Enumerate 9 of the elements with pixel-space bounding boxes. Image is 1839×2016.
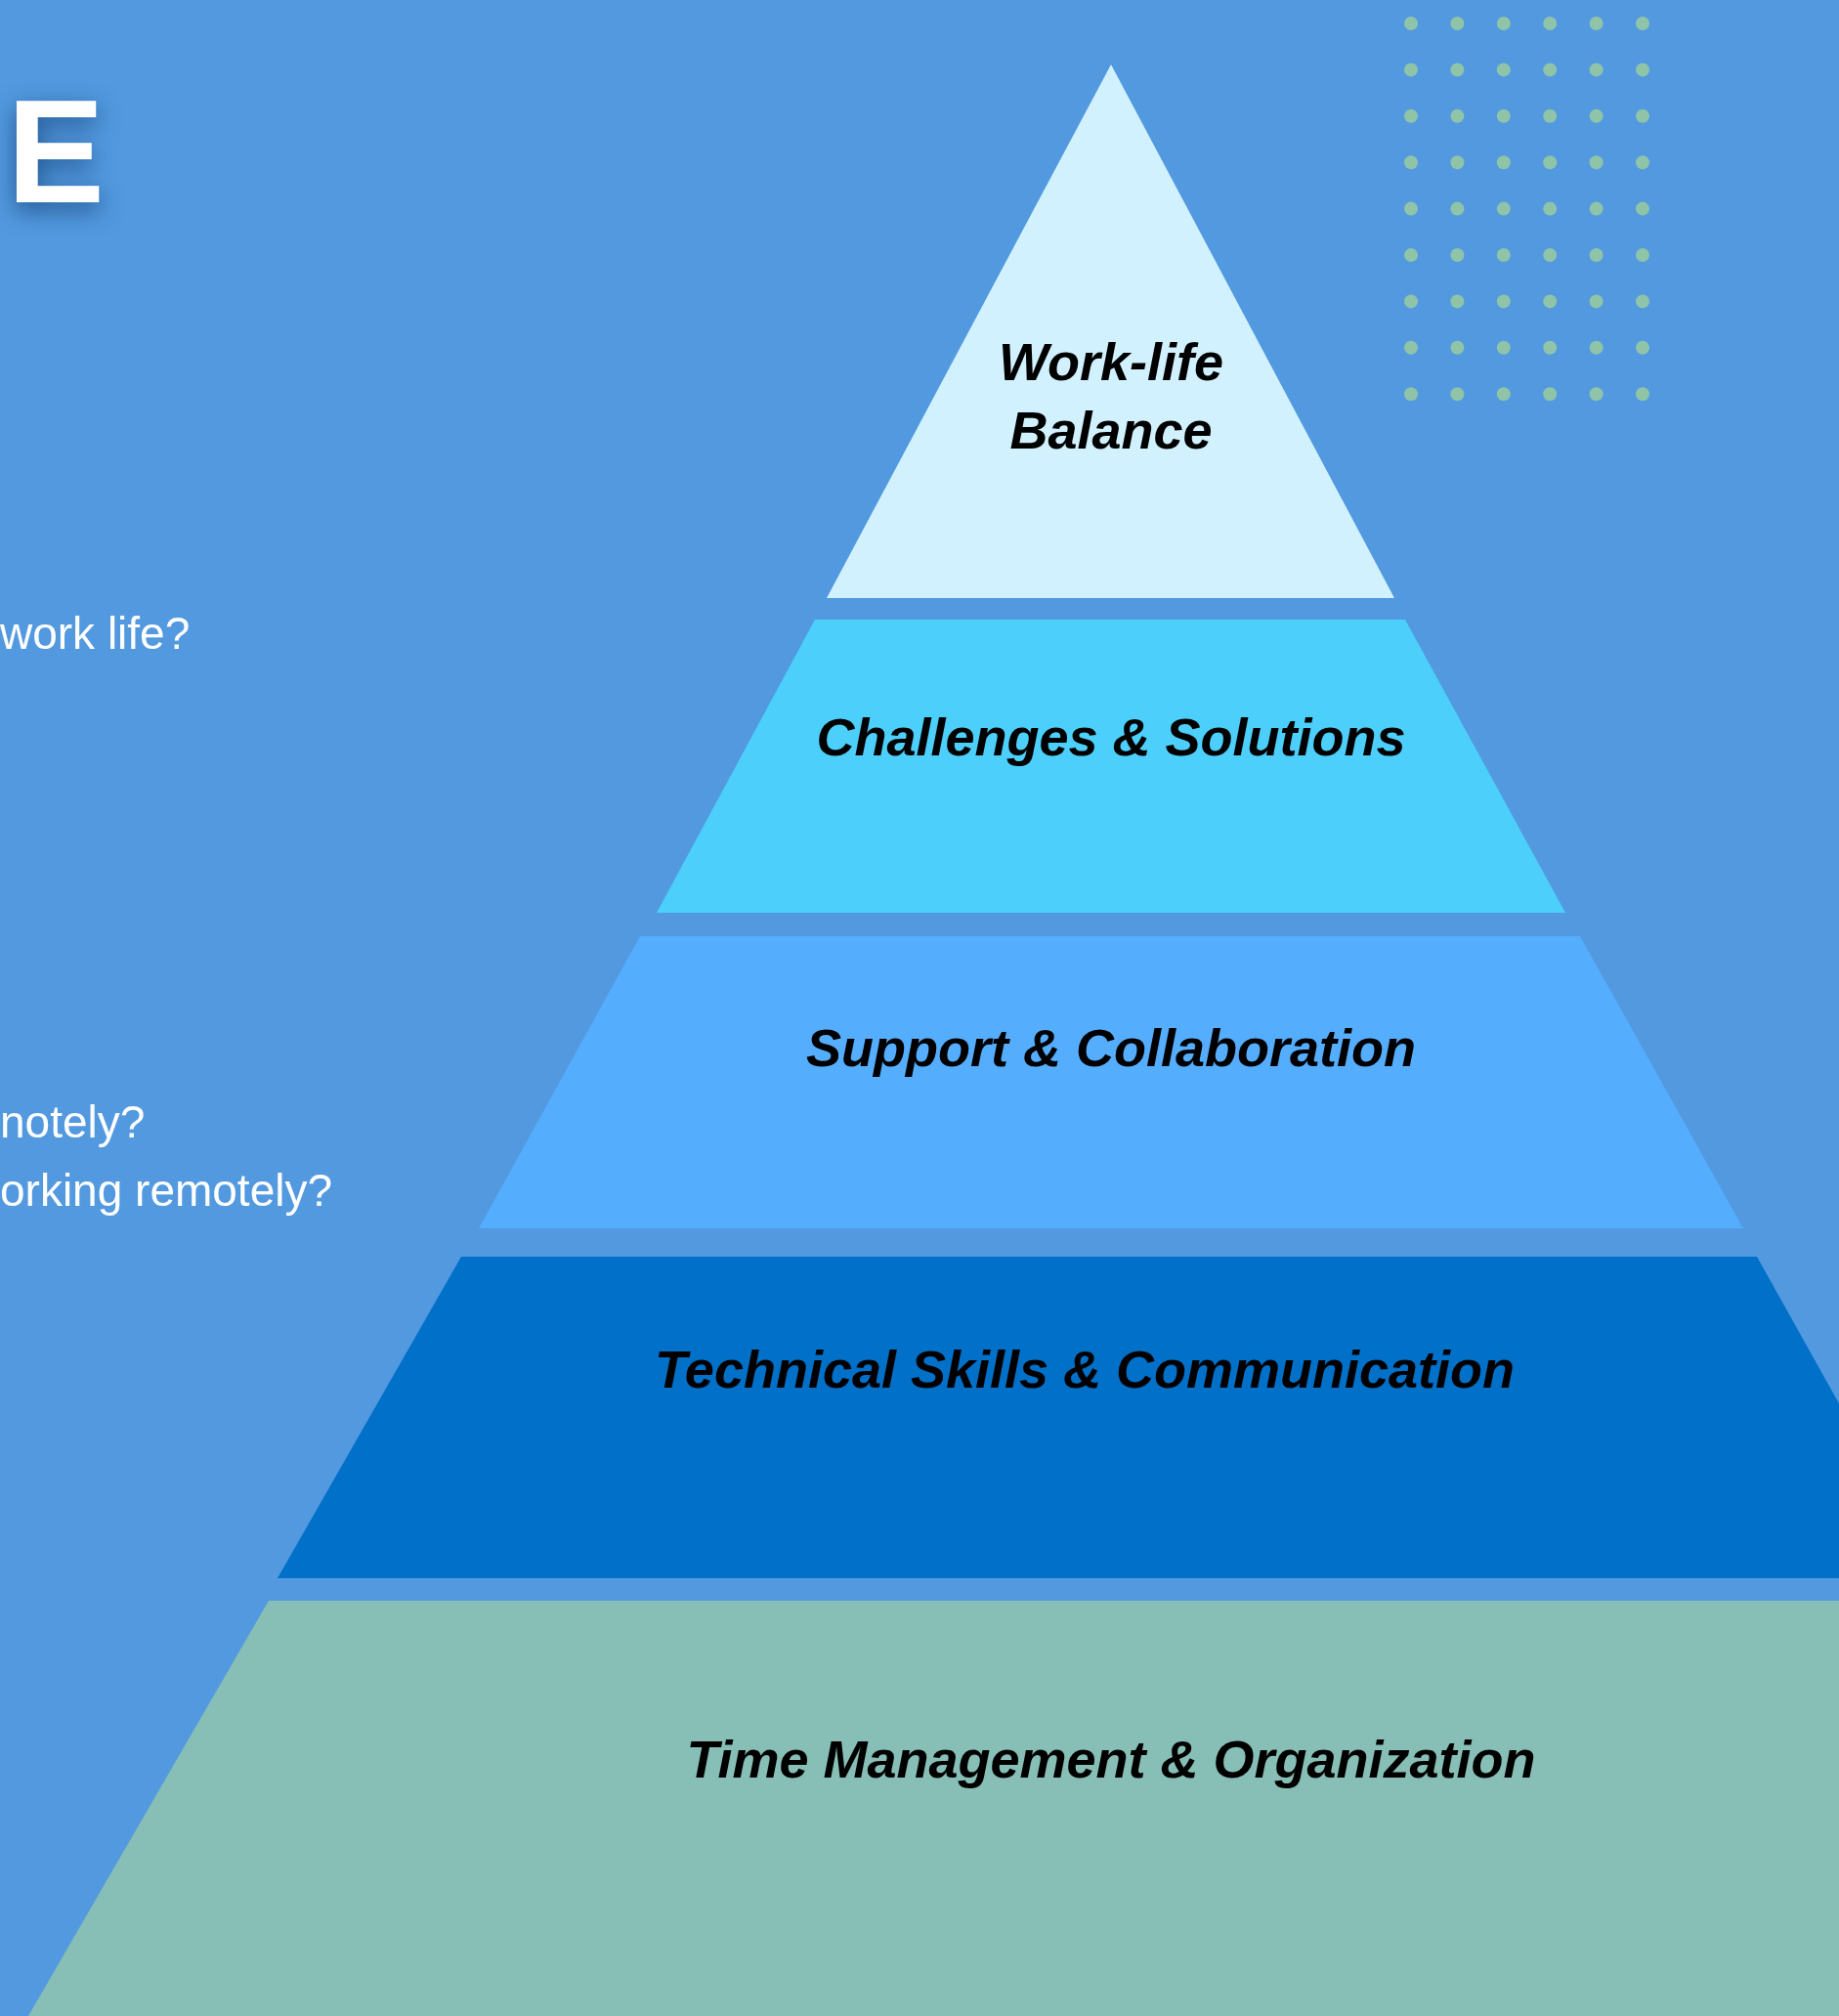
layer-label: Time Management & Organization: [686, 1728, 1536, 1790]
layer-label: Work-life Balance: [998, 330, 1224, 461]
title-fragment: E: [7, 78, 106, 225]
layer-label: Support & Collaboration: [806, 1016, 1416, 1079]
pyramid-layer: [28, 1601, 1839, 2016]
layer-label: Challenges & Solutions: [816, 706, 1406, 768]
layer-label: Technical Skills & Communication: [654, 1339, 1516, 1401]
question-text: work life?: [0, 611, 191, 656]
pyramid-layer: [278, 1257, 1839, 1578]
